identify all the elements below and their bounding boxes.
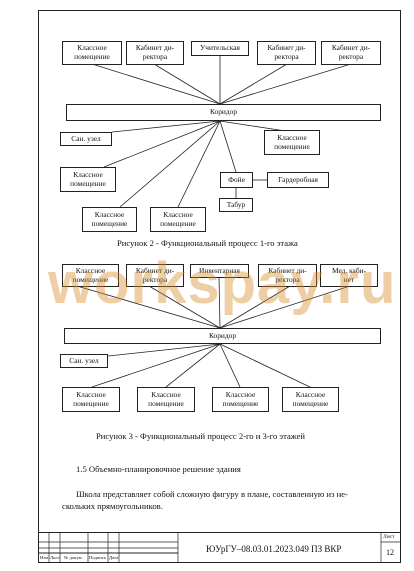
fig1-top-box-director-1: Кабинет ди- ректора bbox=[126, 41, 184, 65]
title-block: Изм. Лист № докум. Подпись Дата ЮУрГУ–08… bbox=[38, 532, 401, 563]
fig2-classroom-2: Классное помещение bbox=[137, 387, 195, 412]
fig1-foyer: Фойе bbox=[220, 172, 253, 188]
page-frame bbox=[38, 10, 401, 563]
figure-2-caption: Рисунок 2 - Функциональный процесс 1-го … bbox=[117, 238, 298, 248]
fig1-classroom-bottom-2: Классное помещение bbox=[150, 207, 206, 232]
sheet-number: 12 bbox=[386, 548, 394, 557]
fig2-top-box-classroom: Классное помещение bbox=[62, 264, 119, 287]
fig2-classroom-4: Классное помещение bbox=[282, 387, 339, 412]
fig1-classroom-bottom-1: Классное помещение bbox=[82, 207, 137, 232]
fig1-top-box-teachers-room: Учительская bbox=[191, 41, 249, 56]
fig1-sanitary-unit: Сан. узел bbox=[60, 132, 112, 146]
fig1-top-box-director-3: Кабинет ди- ректора bbox=[321, 41, 381, 65]
section-heading: 1.5 Объемно-планировочное решение здания bbox=[76, 464, 241, 474]
fig2-top-box-medical-office: Мед. каби- нет bbox=[320, 264, 378, 287]
fig1-top-box-classroom: Классное помещение bbox=[62, 41, 122, 65]
fig2-corridor: Коридор bbox=[64, 328, 381, 344]
fig2-sanitary-unit: Сан. узел bbox=[60, 354, 108, 368]
fig1-corridor: Коридор bbox=[66, 104, 381, 121]
fig2-classroom-1: Классное помещение bbox=[62, 387, 120, 412]
stamp-label-signature: Подпись bbox=[89, 555, 106, 560]
stamp-label-date: Дата bbox=[109, 555, 119, 560]
figure-3-caption: Рисунок 3 - Функциональный процесс 2-го … bbox=[96, 431, 305, 441]
sheet-label: Лист bbox=[383, 534, 395, 540]
fig2-top-box-inventory: Инвентарная bbox=[190, 264, 249, 278]
stamp-label-change: Изм. bbox=[40, 555, 50, 560]
fig2-top-box-director-1: Кабинет ди- ректора bbox=[126, 264, 184, 287]
fig1-classroom-right: Классное помещение bbox=[264, 130, 320, 155]
fig1-wardrobe: Гардеробная bbox=[267, 172, 329, 188]
stamp-label-doc-number: № докум. bbox=[64, 555, 83, 560]
fig1-top-box-director-2: Кабинет ди- ректора bbox=[257, 41, 316, 65]
paragraph-line-1: Школа представляет собой сложную фигуру … bbox=[76, 489, 348, 499]
stamp-label-sheet: Лист bbox=[50, 555, 60, 560]
document-code: ЮУрГУ–08.03.01.2023.049 ПЗ ВКР bbox=[206, 544, 342, 554]
fig2-classroom-3: Классное помещение bbox=[212, 387, 269, 412]
fig2-top-box-director-2: Кабинет ди- ректора bbox=[258, 264, 317, 287]
fig1-classroom-left: Классное помещение bbox=[60, 167, 116, 192]
paragraph-line-2: скольких прямоугольников. bbox=[62, 501, 163, 511]
fig1-tabur: Табур bbox=[219, 198, 253, 212]
